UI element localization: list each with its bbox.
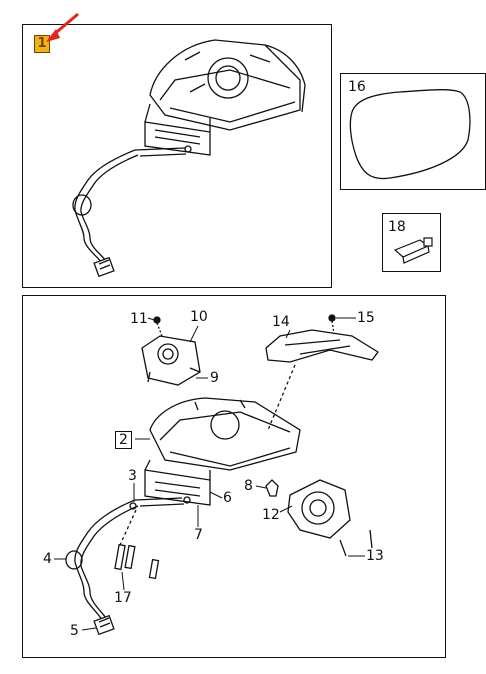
callout-5[interactable]: 5 bbox=[70, 623, 79, 639]
assembled-housing-illustration bbox=[72, 39, 306, 278]
mirror-glass-illustration bbox=[349, 89, 471, 180]
callout-4[interactable]: 4 bbox=[43, 551, 52, 567]
callout-leader-lines bbox=[54, 317, 365, 631]
connector-panel bbox=[382, 213, 441, 272]
connector-illustration bbox=[393, 237, 433, 264]
callout-15[interactable]: 15 bbox=[357, 310, 375, 326]
exploded-view-panel bbox=[22, 295, 446, 658]
callout-10[interactable]: 10 bbox=[190, 309, 208, 325]
red-pointer-arrow bbox=[46, 12, 79, 42]
callout-12[interactable]: 12 bbox=[262, 507, 280, 523]
callout-17[interactable]: 17 bbox=[114, 590, 132, 606]
callout-2[interactable]: 2 bbox=[115, 431, 132, 449]
callout-9[interactable]: 9 bbox=[210, 370, 219, 386]
callout-14[interactable]: 14 bbox=[272, 314, 290, 330]
exploded-view-illustration bbox=[65, 314, 379, 636]
callout-16[interactable]: 16 bbox=[348, 79, 366, 95]
callout-18[interactable]: 18 bbox=[388, 219, 406, 235]
callout-7[interactable]: 7 bbox=[194, 527, 203, 543]
callout-1-highlight-badge[interactable]: 1 bbox=[34, 35, 50, 53]
callout-8[interactable]: 8 bbox=[244, 478, 253, 494]
callout-13[interactable]: 13 bbox=[366, 548, 384, 564]
callout-6[interactable]: 6 bbox=[223, 490, 232, 506]
callout-3[interactable]: 3 bbox=[128, 468, 137, 484]
callout-11[interactable]: 11 bbox=[130, 311, 148, 327]
